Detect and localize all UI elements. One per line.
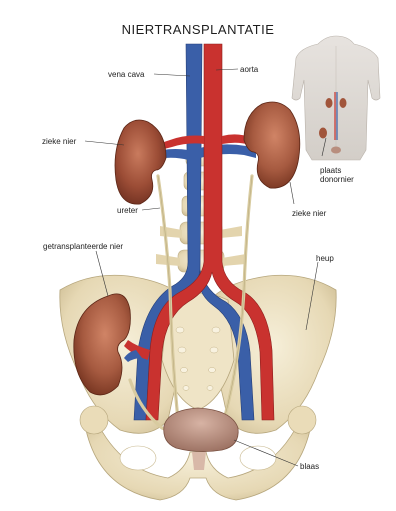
inset-kidney-right [340,98,347,108]
inset-transplant-kidney [319,128,327,139]
label-plaats-donornier: plaats donornier [320,166,354,184]
diseased-kidney-left [115,120,166,204]
inset-torso [292,36,380,160]
page-title: NIERTRANSPLANTATIE [0,22,396,37]
label-blaas: blaas [300,462,319,471]
label-aorta: aorta [240,65,258,74]
label-zieke-nier-left: zieke nier [42,137,76,146]
label-zieke-nier-right: zieke nier [292,209,326,218]
label-heup: heup [316,254,334,263]
label-vena-cava: vena cava [108,70,144,79]
label-ureter: ureter [117,206,138,215]
inset-kidney-left [326,98,333,108]
label-getransplanteerde-nier: getransplanteerde nier [43,242,123,251]
